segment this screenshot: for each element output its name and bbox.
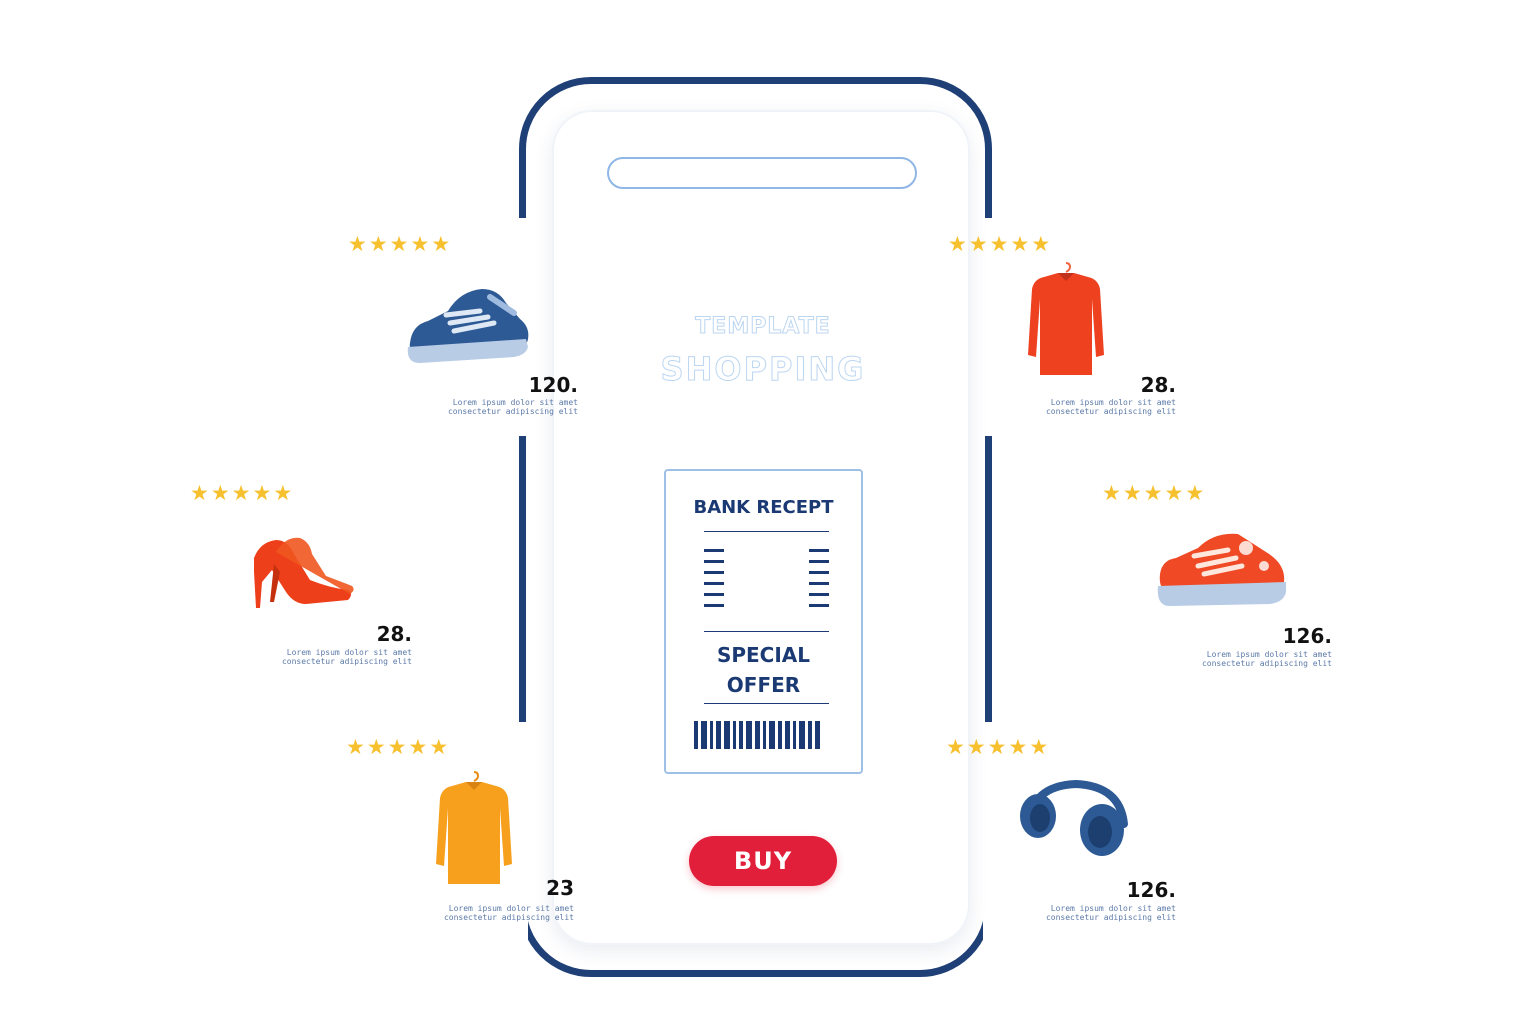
product-desc-line1: Lorem ipsum dolor sit amet bbox=[1206, 650, 1332, 659]
barcode-bar bbox=[815, 721, 820, 749]
product-desc-line2: consectetur adipiscing elit bbox=[281, 657, 412, 666]
tshirt-icon bbox=[1028, 262, 1104, 375]
barcode-bar bbox=[778, 721, 782, 749]
headphones-icon bbox=[1020, 779, 1128, 856]
buy-button[interactable]: BUY bbox=[689, 836, 837, 886]
product-card[interactable]: ★★★★★ 28. Lorem ipsum dolor sit amet con… bbox=[940, 233, 1180, 433]
barcode-bar bbox=[701, 721, 707, 749]
barcode-bar bbox=[724, 721, 730, 749]
shopping-title: SHOPPING bbox=[660, 350, 866, 389]
product-desc-line2: consectetur adipiscing elit bbox=[1045, 913, 1176, 922]
receipt-lines-right bbox=[809, 549, 829, 615]
product-desc-line2: consectetur adipiscing elit bbox=[1045, 407, 1176, 416]
product-price: 126. bbox=[1126, 878, 1176, 902]
search-input[interactable] bbox=[607, 157, 917, 189]
product-card[interactable]: ★★★★★ 126. Lorem ipsum dolor sit amet co… bbox=[938, 736, 1178, 936]
product-desc-line1: Lorem ipsum dolor sit amet bbox=[1050, 904, 1176, 913]
product-desc-line1: Lorem ipsum dolor sit amet bbox=[1050, 398, 1176, 407]
product-desc-line2: consectetur adipiscing elit bbox=[1201, 659, 1332, 668]
barcode-bar bbox=[733, 721, 736, 749]
barcode-bar bbox=[763, 721, 766, 749]
barcode-bar bbox=[755, 721, 760, 749]
barcode-bar bbox=[746, 721, 752, 749]
barcode-bar bbox=[739, 721, 743, 749]
phone-frame-gap-right-bottom bbox=[983, 722, 995, 940]
rating-stars: ★★★★★ bbox=[948, 232, 1051, 256]
product-desc-line2: consectetur adipiscing elit bbox=[443, 913, 574, 922]
product-price: 28. bbox=[376, 622, 412, 646]
product-card[interactable]: ★★★★★ 126. Lorem ipsum dolor sit amet co… bbox=[1094, 482, 1334, 682]
rating-stars: ★★★★★ bbox=[190, 481, 293, 505]
rating-stars: ★★★★★ bbox=[1102, 481, 1205, 505]
product-desc-line1: Lorem ipsum dolor sit amet bbox=[448, 904, 574, 913]
rating-stars: ★★★★★ bbox=[946, 735, 1049, 759]
barcode-bar bbox=[716, 721, 721, 749]
product-card[interactable]: ★★★★★ 23 Lorem ipsum dolor sit amet cons… bbox=[338, 736, 578, 936]
receipt-divider bbox=[704, 531, 829, 532]
product-desc-line1: Lorem ipsum dolor sit amet bbox=[286, 648, 412, 657]
high-heel-icon bbox=[254, 537, 354, 608]
sneaker-icon bbox=[1157, 533, 1286, 606]
product-price: 126. bbox=[1282, 624, 1332, 648]
phone-frame-gap-right-top bbox=[983, 218, 995, 436]
product-price: 23 bbox=[546, 876, 574, 900]
product-description: Lorem ipsum dolor sit amet consectetur a… bbox=[282, 648, 412, 666]
product-price: 28. bbox=[1140, 373, 1176, 397]
product-card[interactable]: ★★★★★ 120. Lorem ipsum dolor sit amet co… bbox=[340, 233, 580, 433]
product-description: Lorem ipsum dolor sit amet consectetur a… bbox=[1046, 398, 1176, 416]
sneaker-icon bbox=[407, 289, 529, 363]
barcode bbox=[694, 721, 837, 749]
product-description: Lorem ipsum dolor sit amet consectetur a… bbox=[448, 398, 578, 416]
barcode-bar bbox=[799, 721, 805, 749]
special-offer-line1: SPECIAL bbox=[716, 643, 811, 667]
product-desc-line2: consectetur adipiscing elit bbox=[447, 407, 578, 416]
template-title: TEMPLATE bbox=[695, 314, 831, 340]
receipt-divider bbox=[704, 703, 829, 704]
barcode-bar bbox=[793, 721, 796, 749]
receipt-lines-left bbox=[704, 549, 724, 615]
product-description: Lorem ipsum dolor sit amet consectetur a… bbox=[1202, 650, 1332, 668]
receipt-divider bbox=[704, 631, 829, 632]
bank-receipt-card: BANK RECEPT SPECIAL OFFER bbox=[664, 469, 863, 774]
rating-stars: ★★★★★ bbox=[348, 232, 451, 256]
barcode-bar bbox=[769, 721, 775, 749]
product-desc-line1: Lorem ipsum dolor sit amet bbox=[452, 398, 578, 407]
barcode-bar bbox=[785, 721, 790, 749]
barcode-bar bbox=[808, 721, 812, 749]
product-description: Lorem ipsum dolor sit amet consectetur a… bbox=[444, 904, 574, 922]
rating-stars: ★★★★★ bbox=[346, 735, 449, 759]
tshirt-icon bbox=[436, 771, 512, 884]
product-description: Lorem ipsum dolor sit amet consectetur a… bbox=[1046, 904, 1176, 922]
product-card[interactable]: ★★★★★ 28. Lorem ipsum dolor sit amet con… bbox=[180, 482, 420, 682]
receipt-title: BANK RECEPT bbox=[693, 497, 834, 518]
product-price: 120. bbox=[528, 373, 578, 397]
barcode-bar bbox=[694, 721, 698, 749]
special-offer-line2: OFFER bbox=[726, 673, 801, 697]
phone-frame-gap-left-bottom bbox=[516, 722, 528, 940]
barcode-bar bbox=[710, 721, 713, 749]
